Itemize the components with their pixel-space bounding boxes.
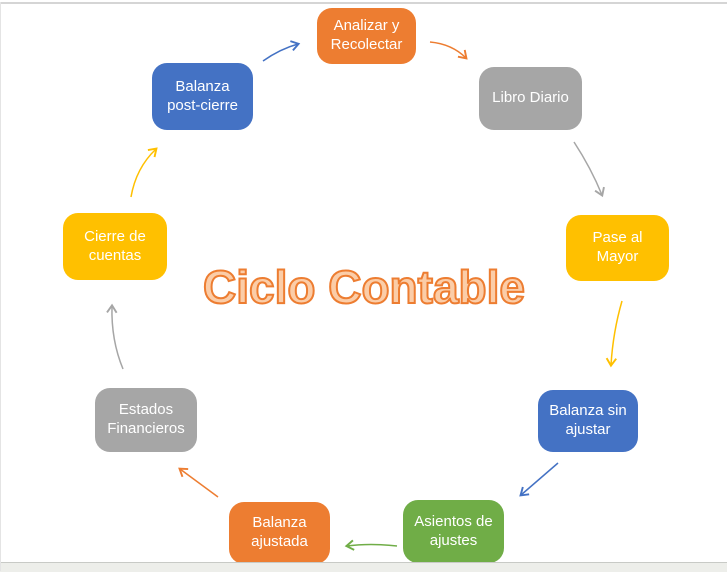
arrow-balanza-post-cierre-to-analizar[interactable]: [262, 40, 301, 62]
node-balanza-post-cierre[interactable]: Balanza post-cierre: [152, 63, 253, 130]
node-label-libro-diario: Libro Diario: [492, 89, 569, 107]
node-label-balanza-post-cierre: Balanza post-cierre: [167, 77, 238, 114]
diagram-title[interactable]: Ciclo Contable: [202, 260, 526, 314]
node-label-cierre-de-cuentas: Cierre de cuentas: [84, 227, 146, 264]
arrow-pase-al-mayor-to-balanza-sin-ajustar[interactable]: [605, 300, 623, 368]
node-cierre-de-cuentas[interactable]: Cierre de cuentas: [63, 213, 167, 280]
node-balanza-sin-ajustar[interactable]: Balanza sin ajustar: [538, 390, 638, 452]
arrow-asientos-to-balanza-ajustada[interactable]: [344, 539, 398, 551]
node-estados-financieros[interactable]: Estados Financieros: [95, 388, 197, 452]
node-analizar-y-recolectar[interactable]: Analizar y Recolectar: [317, 8, 416, 64]
left-border-line: [0, 2, 1, 571]
node-label-estados-financieros: Estados Financieros: [107, 401, 185, 437]
node-label-balanza-ajustada: Balanza ajustada: [251, 514, 308, 550]
node-pase-al-mayor[interactable]: Pase al Mayor: [566, 215, 669, 281]
arrow-balanza-sin-ajustar-to-asientos[interactable]: [519, 462, 559, 497]
arrow-balanza-ajustada-to-estados[interactable]: [178, 467, 219, 498]
arrow-analizar-to-libro-diario[interactable]: [429, 41, 468, 60]
arrow-libro-diario-to-pase-al-mayor[interactable]: [573, 141, 605, 198]
node-label-balanza-sin-ajustar: Balanza sin ajustar: [549, 402, 627, 438]
node-asientos-de-ajustes[interactable]: Asientos de ajustes: [403, 500, 504, 563]
bottom-strip: [0, 562, 727, 572]
arrow-estados-to-cierre-de-cuentas[interactable]: [106, 303, 124, 370]
node-balanza-ajustada[interactable]: Balanza ajustada: [229, 502, 330, 564]
node-libro-diario[interactable]: Libro Diario: [479, 67, 582, 130]
top-border-line: [0, 2, 727, 4]
node-label-analizar-y-recolectar: Analizar y Recolectar: [330, 17, 403, 53]
node-label-pase-al-mayor: Pase al Mayor: [592, 229, 643, 265]
arrow-cierre-de-cuentas-to-balanza-post-cierre[interactable]: [130, 147, 158, 198]
node-label-asientos-de-ajustes: Asientos de ajustes: [414, 512, 493, 549]
